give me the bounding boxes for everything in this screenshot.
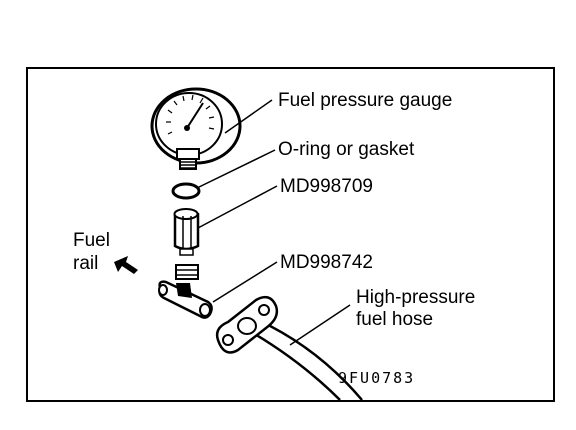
leader-hose bbox=[289, 304, 351, 346]
label-md998709: MD998709 bbox=[280, 176, 373, 197]
label-fuel-hose: fuel hose bbox=[356, 309, 433, 330]
label-fuel: Fuel bbox=[73, 230, 110, 251]
o-ring-drawing bbox=[171, 182, 201, 200]
fuel-rail-arrow bbox=[114, 256, 138, 274]
leader-lines bbox=[196, 99, 351, 346]
leader-gauge bbox=[224, 99, 273, 134]
label-o-ring-or-gasket: O-ring or gasket bbox=[278, 139, 415, 160]
label-fuel-pressure-gauge: Fuel pressure gauge bbox=[278, 90, 452, 111]
figure-frame bbox=[26, 67, 555, 402]
leader-oring bbox=[196, 149, 276, 189]
leader-md998742 bbox=[212, 261, 278, 303]
fuel-hose-drawing bbox=[215, 295, 363, 401]
figure-code: 9FU0783 bbox=[338, 369, 415, 387]
label-high-pressure: High-pressure bbox=[356, 287, 475, 308]
label-rail: rail bbox=[73, 253, 98, 274]
leader-md998709 bbox=[197, 185, 278, 229]
adapter-md998709-drawing bbox=[173, 208, 200, 256]
adapter-md998742-drawing bbox=[158, 264, 213, 319]
pressure-gauge-drawing bbox=[150, 87, 242, 170]
label-md998742: MD998742 bbox=[280, 252, 373, 273]
